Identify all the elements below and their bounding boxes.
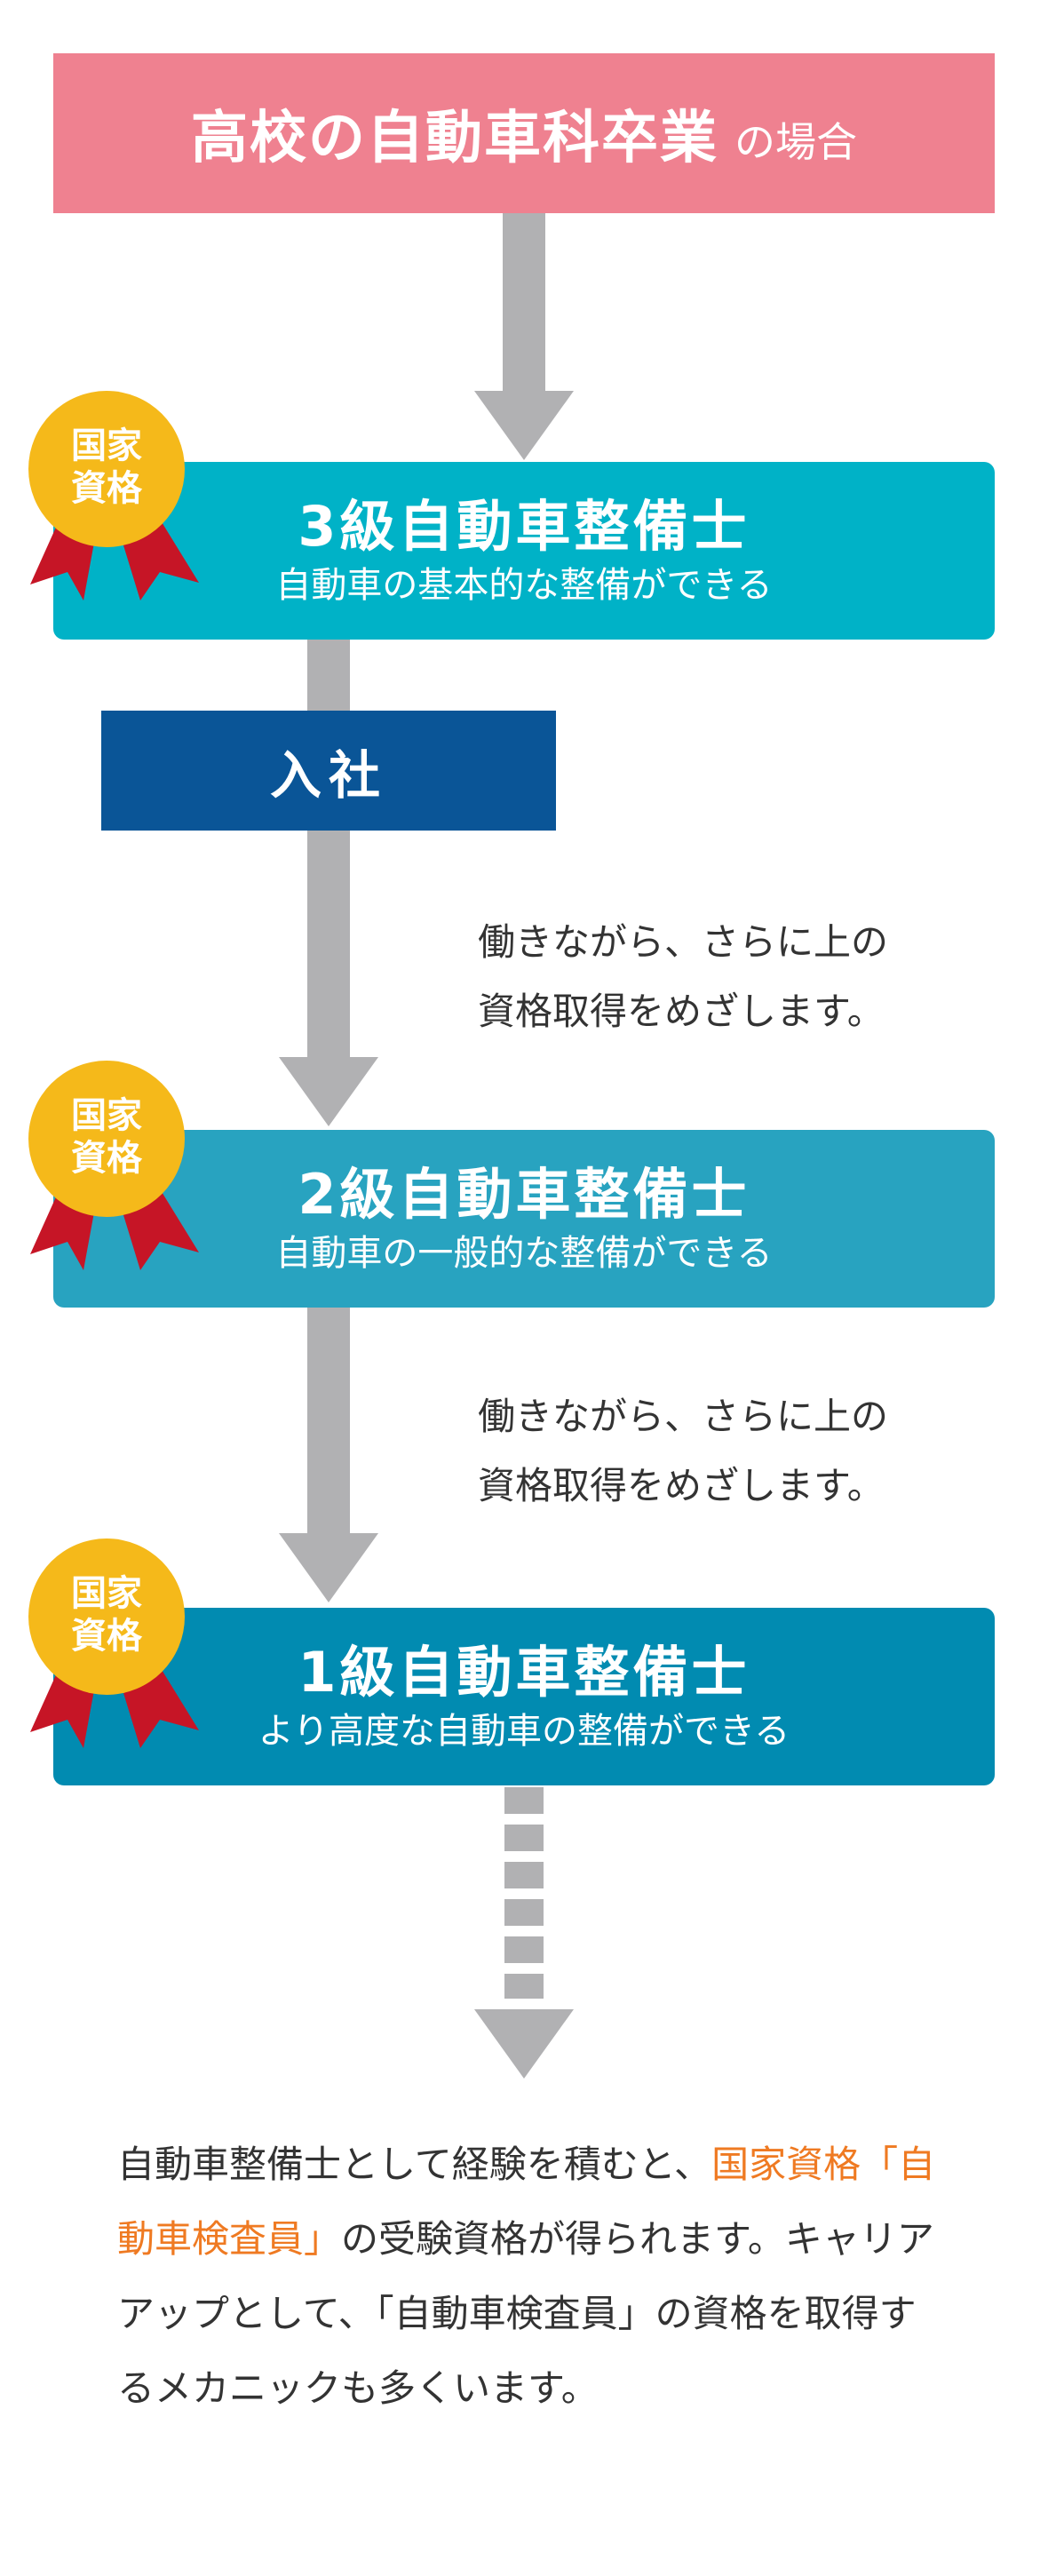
closing-highlight: 国家資格「自動車検査員」 xyxy=(117,2143,936,2261)
medal-label: 国家 資格 xyxy=(71,1573,142,1657)
dashed-arrow-segment xyxy=(504,1899,544,1926)
medal-label: 国家 資格 xyxy=(71,1095,142,1179)
dashed-arrow-segment xyxy=(504,1974,544,1999)
side-note: 働きながら、さらに上の 資格取得をめざします。 xyxy=(478,1382,975,1521)
closing-paragraph: 自動車整備士として経験を積むと、国家資格「自動車検査員」の受験資格が得られます。… xyxy=(117,2127,943,2426)
step-description: 自動車の一般的な整備ができる xyxy=(275,1232,773,1274)
side-note-line: 働きながら、さらに上の xyxy=(478,1395,889,1438)
join-company-label: 入社 xyxy=(101,711,556,831)
header-title: 高校の自動車科卒業 xyxy=(191,106,719,171)
header-banner: 高校の自動車科卒業 の場合 xyxy=(53,53,995,213)
step-description: 自動車の基本的な整備ができる xyxy=(275,564,773,606)
step-title: 3級自動車整備士 xyxy=(298,494,750,560)
side-note-line: 資格取得をめざします。 xyxy=(478,990,885,1033)
header-suffix: の場合 xyxy=(734,118,857,166)
national-qualification-medal-icon: 国家 資格 xyxy=(27,389,204,602)
flow-arrow-head xyxy=(279,1057,378,1126)
dashed-arrow-segment xyxy=(504,1787,544,1814)
step-title: 2級自動車整備士 xyxy=(298,1162,750,1228)
step-description: より高度な自動車の整備ができる xyxy=(258,1710,790,1752)
dashed-arrow-head xyxy=(474,2009,574,2079)
flow-arrow-shaft xyxy=(307,1308,350,1537)
national-qualification-medal-icon: 国家 資格 xyxy=(27,1537,204,1750)
medal-label: 国家 資格 xyxy=(71,425,142,509)
step-box-level3: 3級自動車整備士 自動車の基本的な整備ができる xyxy=(53,462,995,640)
closing-text: 自動車整備士として経験を積むと、 xyxy=(117,2143,712,2186)
side-note-line: 働きながら、さらに上の xyxy=(478,920,889,964)
closing-text: の受験資格が得られます。キャリアアップとして、「自動車検査員」の資格を取得するメ… xyxy=(117,2217,934,2410)
flow-arrow-head xyxy=(279,1533,378,1602)
dashed-arrow-segment xyxy=(504,1936,544,1963)
step-box-level2: 2級自動車整備士 自動車の一般的な整備ができる xyxy=(53,1130,995,1308)
side-note-line: 資格取得をめざします。 xyxy=(478,1464,885,1507)
flow-arrow-shaft xyxy=(307,638,350,1064)
flow-arrow-head xyxy=(474,391,574,460)
dashed-arrow-segment xyxy=(504,1862,544,1888)
flow-arrow-shaft xyxy=(503,213,545,393)
side-note: 働きながら、さらに上の 資格取得をめざします。 xyxy=(478,908,975,1046)
national-qualification-medal-icon: 国家 資格 xyxy=(27,1059,204,1272)
step-box-level1: 1級自動車整備士 より高度な自動車の整備ができる xyxy=(53,1608,995,1785)
dashed-arrow-segment xyxy=(504,1825,544,1851)
step-title: 1級自動車整備士 xyxy=(298,1640,750,1705)
